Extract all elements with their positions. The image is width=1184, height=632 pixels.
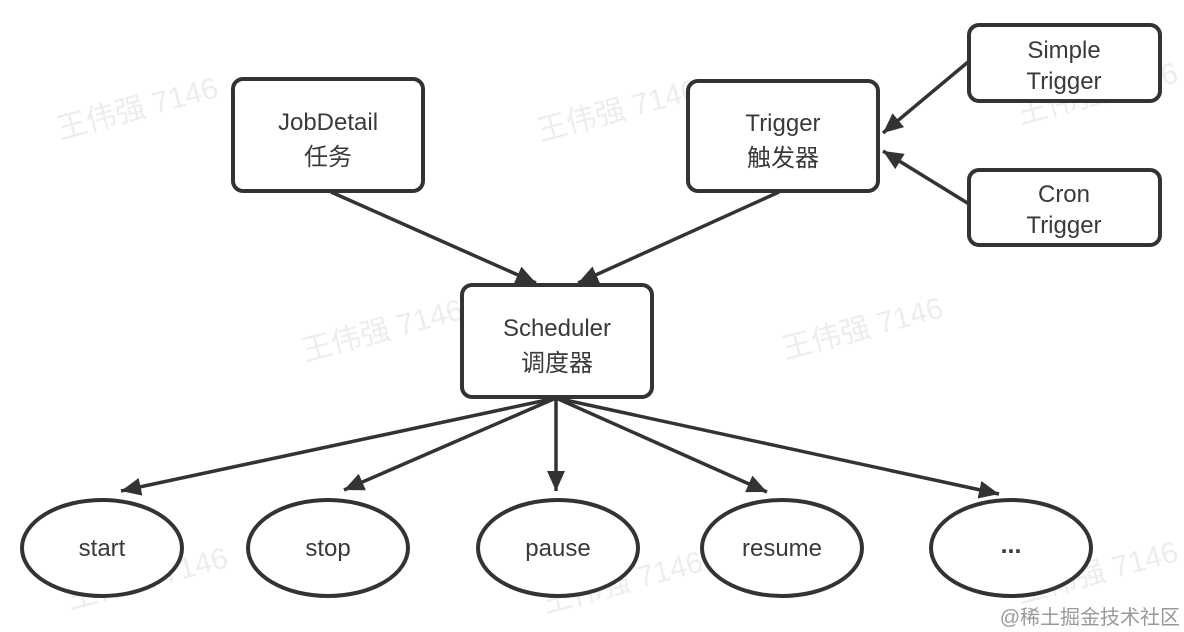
resume-ellipse xyxy=(700,498,864,598)
node-more: ... xyxy=(929,498,1093,598)
watermark-text: 王伟强 7146 xyxy=(299,294,467,369)
edge-scheduler-to-start xyxy=(120,396,557,496)
node-resume: resume xyxy=(700,498,864,598)
node-stop: stop xyxy=(246,498,410,598)
start-label: start xyxy=(79,535,126,562)
stop-label: stop xyxy=(305,535,350,562)
edge-cron-trigger-to-trigger xyxy=(882,149,970,206)
edge-simple-trigger-to-trigger xyxy=(881,60,970,135)
watermark-text: 王伟强 7146 xyxy=(779,292,947,367)
watermark-text: 王伟强 7146 xyxy=(534,74,702,149)
pause-label: pause xyxy=(525,535,590,562)
node-scheduler: Scheduler 调度器 xyxy=(460,283,654,399)
simple-trigger-label-line2: Trigger xyxy=(1026,68,1101,95)
simple-trigger-label-line1: Simple xyxy=(1027,37,1100,64)
scheduler-label-line1: Scheduler xyxy=(503,315,611,342)
more-ellipse xyxy=(929,498,1093,598)
edge-scheduler-to-more xyxy=(555,396,1000,499)
trigger-label-line2: 触发器 xyxy=(747,145,819,172)
cron-trigger-box xyxy=(967,168,1162,247)
simple-trigger-box xyxy=(967,23,1162,103)
jobdetail-box xyxy=(231,77,425,193)
more-label: ... xyxy=(1001,531,1022,559)
jobdetail-label-line2: 任务 xyxy=(304,144,352,171)
jobdetail-label-line1: JobDetail xyxy=(278,109,378,136)
cron-trigger-label-line1: Cron xyxy=(1038,181,1090,208)
edge-trigger-to-scheduler xyxy=(577,190,780,285)
community-credit-text: @稀土掘金技术社区 xyxy=(1000,606,1180,629)
scheduler-label-line2: 调度器 xyxy=(521,350,593,377)
edge-scheduler-to-stop xyxy=(343,396,557,492)
node-jobdetail: JobDetail 任务 xyxy=(231,77,425,193)
node-start: start xyxy=(20,498,184,598)
stop-ellipse xyxy=(246,498,410,598)
node-trigger: Trigger 触发器 xyxy=(686,79,880,193)
node-simple-trigger: Simple Trigger xyxy=(967,23,1162,103)
scheduler-box xyxy=(460,283,654,399)
cron-trigger-label-line2: Trigger xyxy=(1026,212,1101,239)
trigger-label-line1: Trigger xyxy=(745,110,820,137)
node-cron-trigger: Cron Trigger xyxy=(967,168,1162,247)
node-pause: pause xyxy=(476,498,640,598)
edge-jobdetail-to-scheduler xyxy=(330,190,537,285)
resume-label: resume xyxy=(742,535,822,562)
watermark-text: 王伟强 7146 xyxy=(54,72,222,147)
edge-layer xyxy=(120,60,1000,499)
trigger-box xyxy=(686,79,880,193)
pause-ellipse xyxy=(476,498,640,598)
edge-scheduler-to-resume xyxy=(555,396,768,494)
start-ellipse xyxy=(20,498,184,598)
